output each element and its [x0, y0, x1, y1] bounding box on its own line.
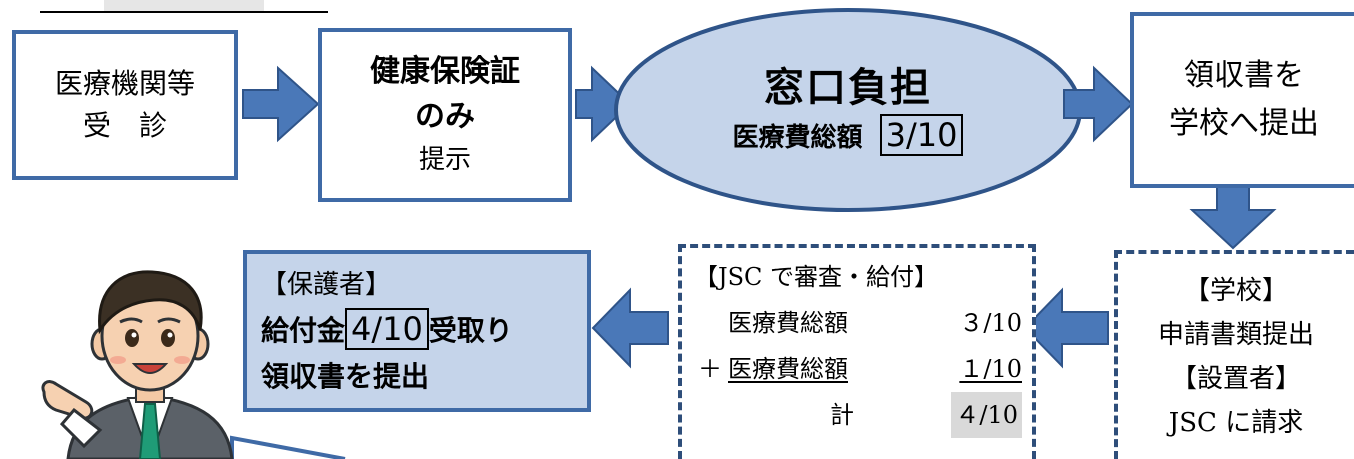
step-medical-visit-line2: 受 診 — [82, 109, 167, 142]
step-insurance-card-line1: 健康保険証 — [370, 54, 520, 89]
school-submit-docs: 申請書類提出 — [1157, 319, 1314, 350]
jsc-row-2-label: 医療費総額 — [728, 355, 848, 383]
jsc-row-2-value: １/10 — [959, 355, 1022, 383]
jsc-row-1-value: ３/10 — [959, 309, 1022, 337]
jsc-row-2-underlined: 医療費総額 １/10 — [728, 346, 1022, 392]
flow-arrow-left-1 — [1023, 287, 1109, 369]
guardian-benefit-post: 受取り — [428, 314, 513, 347]
jsc-row-1: 医療費総額 ３/10 — [692, 300, 1022, 346]
jsc-review-box: 【JSC で審査・給付】 医療費総額 ３/10 ＋ 医療費総額 １/10 計 ４… — [678, 244, 1036, 459]
window-payment-title: 窓口負担 — [764, 65, 932, 111]
jsc-total-row: 計 ４/10 — [692, 392, 1022, 438]
guardian-benefit-value: 4/10 — [345, 308, 429, 350]
step-insurance-card-line2: のみ — [415, 99, 475, 134]
guardian-submit-receipt: 領収書を提出 — [261, 360, 430, 393]
guardian-header: 【保護者】 — [261, 270, 392, 300]
founder-label: 【設置者】 — [1170, 363, 1301, 394]
jsc-row-2-prefix: ＋ — [698, 355, 722, 383]
jsc-total-label: 計 — [830, 401, 854, 429]
step-receipt-box: 領収書を 学校へ提出 — [1130, 12, 1354, 188]
step-receipt-line1: 領収書を — [1184, 58, 1304, 93]
window-payment-label: 医療費総額 — [732, 123, 863, 153]
flow-arrow-left-2 — [591, 287, 669, 369]
school-request-box: 【学校】 申請書類提出 【設置者】 JSC に請求 — [1114, 250, 1354, 459]
header-shade — [104, 0, 264, 11]
header-underline — [40, 11, 328, 13]
flow-arrow-1 — [242, 65, 320, 143]
jsc-claim: JSC に請求 — [1168, 407, 1304, 438]
step-medical-visit-line1: 医療機関等 — [54, 67, 195, 100]
speech-bubble-edge — [230, 435, 346, 459]
step-medical-visit-box: 医療機関等 受 診 — [12, 30, 238, 180]
jsc-row-2: ＋ 医療費総額 １/10 — [692, 346, 1022, 392]
window-payment-text: 窓口負担 医療費総額 3/10 — [640, 50, 1056, 170]
flow-arrow-2 — [575, 65, 632, 143]
presenter-character-icon — [41, 270, 234, 459]
jsc-row-1-label: 医療費総額 — [728, 309, 848, 337]
jsc-total-value: ４/10 — [951, 392, 1022, 438]
flow-arrow-down — [1189, 185, 1277, 250]
school-label: 【学校】 — [1183, 275, 1288, 306]
flow-arrow-3 — [1063, 65, 1134, 143]
step-insurance-card-line3: 提示 — [418, 145, 471, 175]
guardian-benefit-pre: 給付金 — [261, 314, 346, 347]
step-insurance-card-box: 健康保険証 のみ 提示 — [318, 28, 572, 202]
window-payment-rate-row: 医療費総額 3/10 — [732, 114, 964, 160]
jsc-header: 【JSC で審査・給付】 — [694, 263, 939, 291]
window-payment-value: 3/10 — [879, 114, 964, 156]
step-receipt-line2: 学校へ提出 — [1169, 106, 1319, 141]
